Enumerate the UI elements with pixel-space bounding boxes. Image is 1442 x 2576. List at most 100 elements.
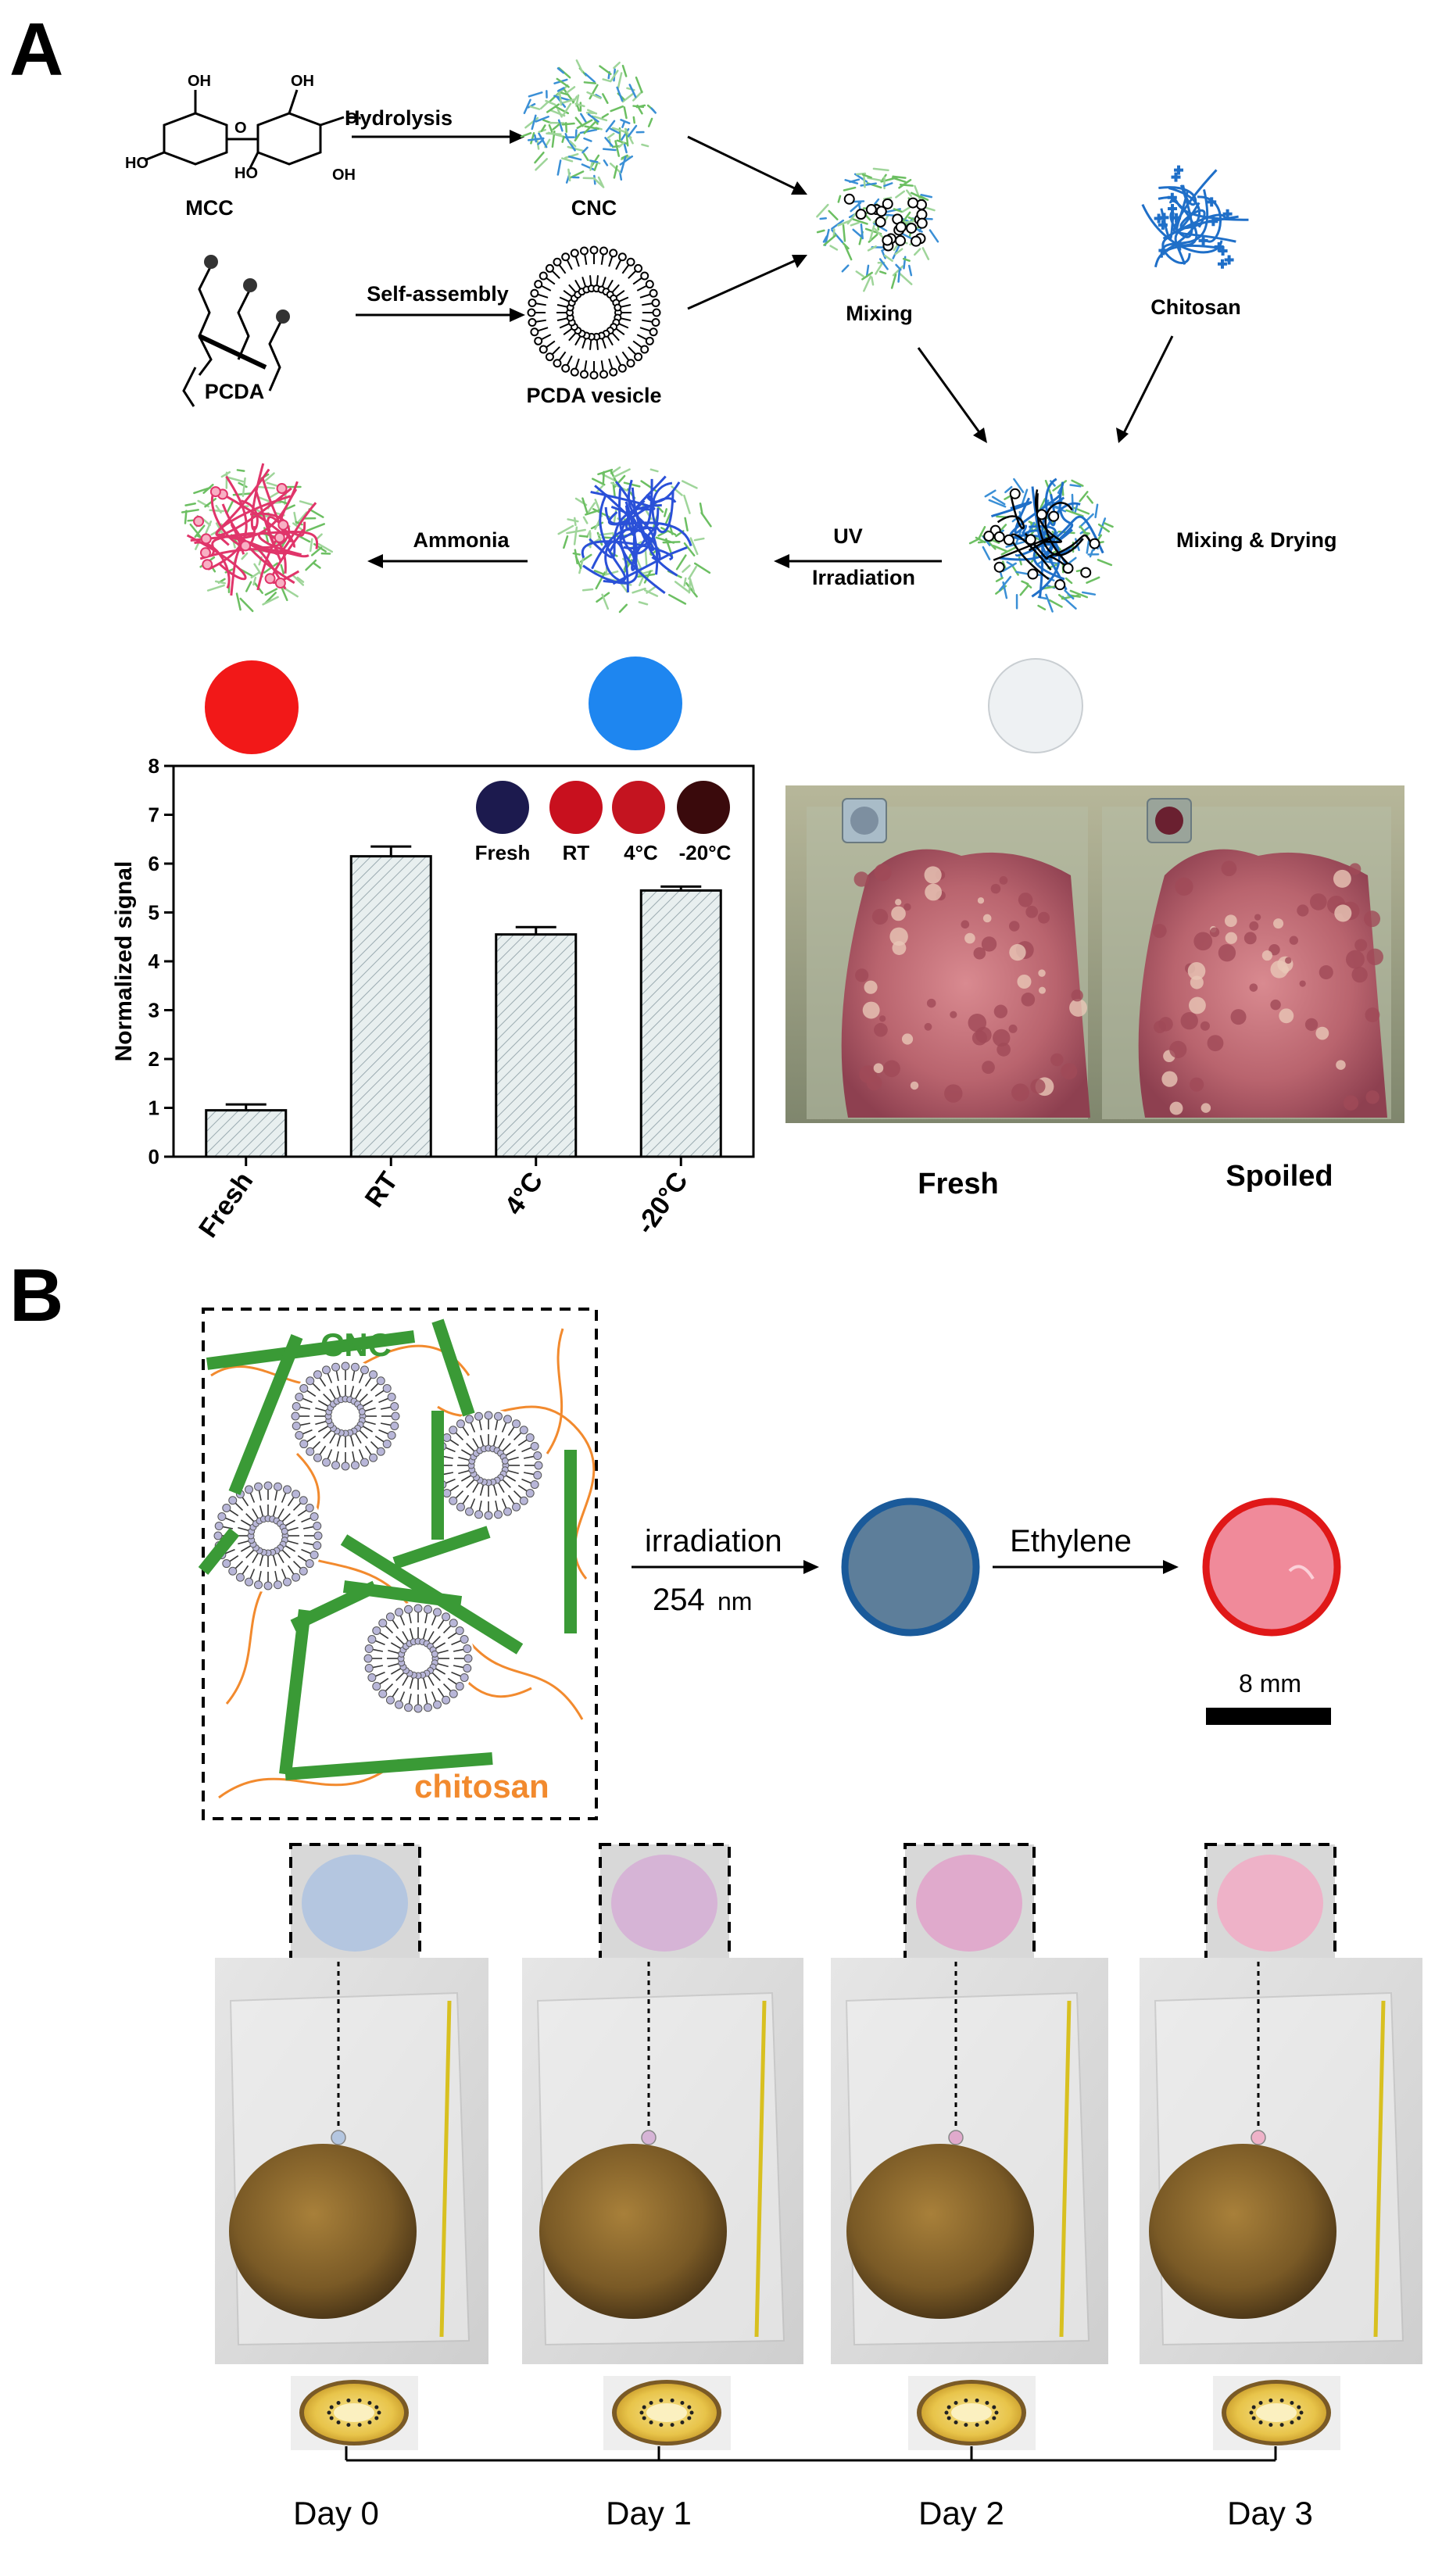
y-axis-title: Normalized signal bbox=[111, 861, 137, 1062]
composite-film-cluster-icon bbox=[968, 465, 1118, 614]
y-tick-label-1: 1 bbox=[148, 1097, 159, 1120]
day-0-kiwi-seed bbox=[374, 2416, 379, 2420]
red-state-circle bbox=[205, 660, 299, 754]
cnc-rods-icon bbox=[198, 1318, 577, 1780]
legend-label-fresh: Fresh bbox=[475, 841, 531, 864]
pcda-head-icon bbox=[204, 255, 218, 269]
day-1-zipper bbox=[754, 2000, 767, 2338]
cnc-rod-7 bbox=[279, 1609, 311, 1775]
day-2-kiwi-seed bbox=[994, 2410, 999, 2415]
day-1-kiwi-seed bbox=[670, 2398, 674, 2402]
vesicle-3 bbox=[362, 1602, 474, 1715]
hydrolysis-arrow-icon bbox=[352, 130, 525, 144]
y-tick-label-3: 3 bbox=[148, 999, 159, 1022]
day-1-kiwi-core bbox=[646, 2403, 687, 2422]
spoiled-photo-label: Spoiled bbox=[1226, 1160, 1333, 1193]
chitosan-label: Chitosan bbox=[1150, 295, 1241, 319]
day-3-kiwi-seed bbox=[1299, 2410, 1304, 2415]
day-3-sensor-dot bbox=[1251, 2130, 1266, 2145]
panel-a-letter: A bbox=[9, 8, 63, 91]
vesicle-to-mixing-arrow-icon bbox=[687, 255, 807, 310]
ethylene-label: Ethylene bbox=[1010, 1524, 1132, 1558]
day-0-kiwi-seed bbox=[346, 2423, 351, 2428]
day-1-kiwi-seed bbox=[680, 2420, 685, 2425]
day-0-kiwi-seed bbox=[367, 2400, 372, 2405]
meat-photo-spoiled bbox=[1097, 785, 1404, 1123]
timeline-axis bbox=[345, 2446, 1277, 2462]
day-1-kiwi-seed bbox=[670, 2423, 674, 2428]
day-2-kiwi-seed bbox=[946, 2405, 951, 2410]
day-0-kiwi-seed bbox=[346, 2398, 351, 2402]
legend-label-rt: RT bbox=[563, 841, 590, 864]
y-tick-label-8: 8 bbox=[148, 754, 159, 778]
day-3-kiwi-seed bbox=[1251, 2405, 1256, 2410]
vesicle-1 bbox=[432, 1409, 545, 1522]
fresh-sensor-dot bbox=[850, 807, 878, 835]
legend-label-m20c: -20°C bbox=[679, 841, 732, 864]
wavelength-value: 254 bbox=[653, 1583, 705, 1617]
day-1-kiwi-seed bbox=[659, 2398, 664, 2402]
bar-0 bbox=[205, 1109, 288, 1158]
day-2-kiwi-seed bbox=[954, 2420, 958, 2425]
y-tick-label-7: 7 bbox=[148, 803, 159, 827]
day-1-kiwi-seed bbox=[659, 2423, 664, 2428]
cnc-cluster-icon bbox=[520, 48, 659, 188]
hydrolysis-label: Hydrolysis bbox=[345, 106, 453, 130]
uv-label: UV bbox=[833, 524, 863, 548]
day-2-column bbox=[831, 1843, 1108, 2450]
panel-b-letter: B bbox=[9, 1254, 63, 1337]
day-3-column bbox=[1140, 1843, 1422, 2450]
y-tick-label-5: 5 bbox=[148, 901, 159, 925]
chart-legend: Fresh RT 4°C -20°C bbox=[475, 781, 732, 864]
y-tick-label-0: 0 bbox=[148, 1145, 159, 1168]
day-0-kiwi-seed bbox=[329, 2405, 334, 2410]
day-0-kiwi-seed bbox=[367, 2420, 372, 2425]
irradiation-b-arrow-icon bbox=[632, 1560, 819, 1574]
day-2-kiwi-seed bbox=[985, 2420, 989, 2425]
mcc-o-label: O bbox=[234, 120, 247, 137]
legend-swatch-m20c bbox=[677, 781, 730, 834]
day-0-kiwi-whole bbox=[229, 2144, 417, 2319]
day-2-sensor-closeup bbox=[916, 1855, 1022, 1952]
day-3-label: Day 3 bbox=[1227, 2495, 1313, 2531]
mixing-label: Mixing bbox=[846, 302, 913, 325]
day-0-kiwi-seed bbox=[336, 2400, 341, 2405]
pcda-label: PCDA bbox=[205, 380, 265, 403]
day-1-kiwi-seed bbox=[687, 2405, 692, 2410]
chitosan-strand-3 bbox=[218, 1765, 392, 1799]
legend-swatch-4c bbox=[612, 781, 665, 834]
day-1-kiwi-whole bbox=[539, 2144, 727, 2319]
day-0-kiwi-seed bbox=[357, 2423, 362, 2428]
day-2-zipper bbox=[1059, 2000, 1072, 2338]
chitosan-network-icon bbox=[1141, 165, 1249, 269]
bar-1 bbox=[349, 855, 432, 1158]
x-tick-label-3: -20°C bbox=[631, 1167, 694, 1240]
day-3-kiwi-core bbox=[1256, 2403, 1297, 2422]
day-0-kiwi-core bbox=[334, 2403, 374, 2422]
x-tick-label-2: 4°C bbox=[499, 1167, 549, 1221]
day-3-kiwi-seed bbox=[1258, 2400, 1263, 2405]
cnc-rod-8 bbox=[342, 1580, 463, 1608]
day-2-kiwi-seed bbox=[985, 2400, 989, 2405]
day-1-kiwi-seed bbox=[649, 2400, 653, 2405]
day-1-kiwi-seed bbox=[680, 2400, 685, 2405]
mcc-oh-top2-label: OH bbox=[291, 73, 314, 90]
red-film-glare bbox=[1288, 1565, 1315, 1580]
ammonia-label: Ammonia bbox=[413, 528, 510, 552]
day-3-kiwi-seed bbox=[1279, 2423, 1284, 2428]
fresh-photo-label: Fresh bbox=[918, 1168, 998, 1200]
wavelength-unit: nm bbox=[717, 1587, 752, 1615]
day-0-column bbox=[215, 1843, 488, 2450]
mcc-o-end-label: O· bbox=[345, 110, 363, 127]
white-state-circle bbox=[988, 658, 1083, 753]
day-2-label: Day 2 bbox=[918, 2495, 1004, 2531]
red-film-disk bbox=[1209, 1504, 1334, 1630]
pcda-head-icon bbox=[243, 278, 257, 292]
self-assembly-label: Self-assembly bbox=[367, 282, 509, 306]
blue-film-ring bbox=[841, 1497, 980, 1637]
pcda-molecule-icon bbox=[182, 265, 283, 407]
mcc-molecule-icon bbox=[144, 89, 345, 169]
day-3-kiwi-seed bbox=[1268, 2423, 1273, 2428]
day-3-kiwi-seed bbox=[1290, 2420, 1294, 2425]
